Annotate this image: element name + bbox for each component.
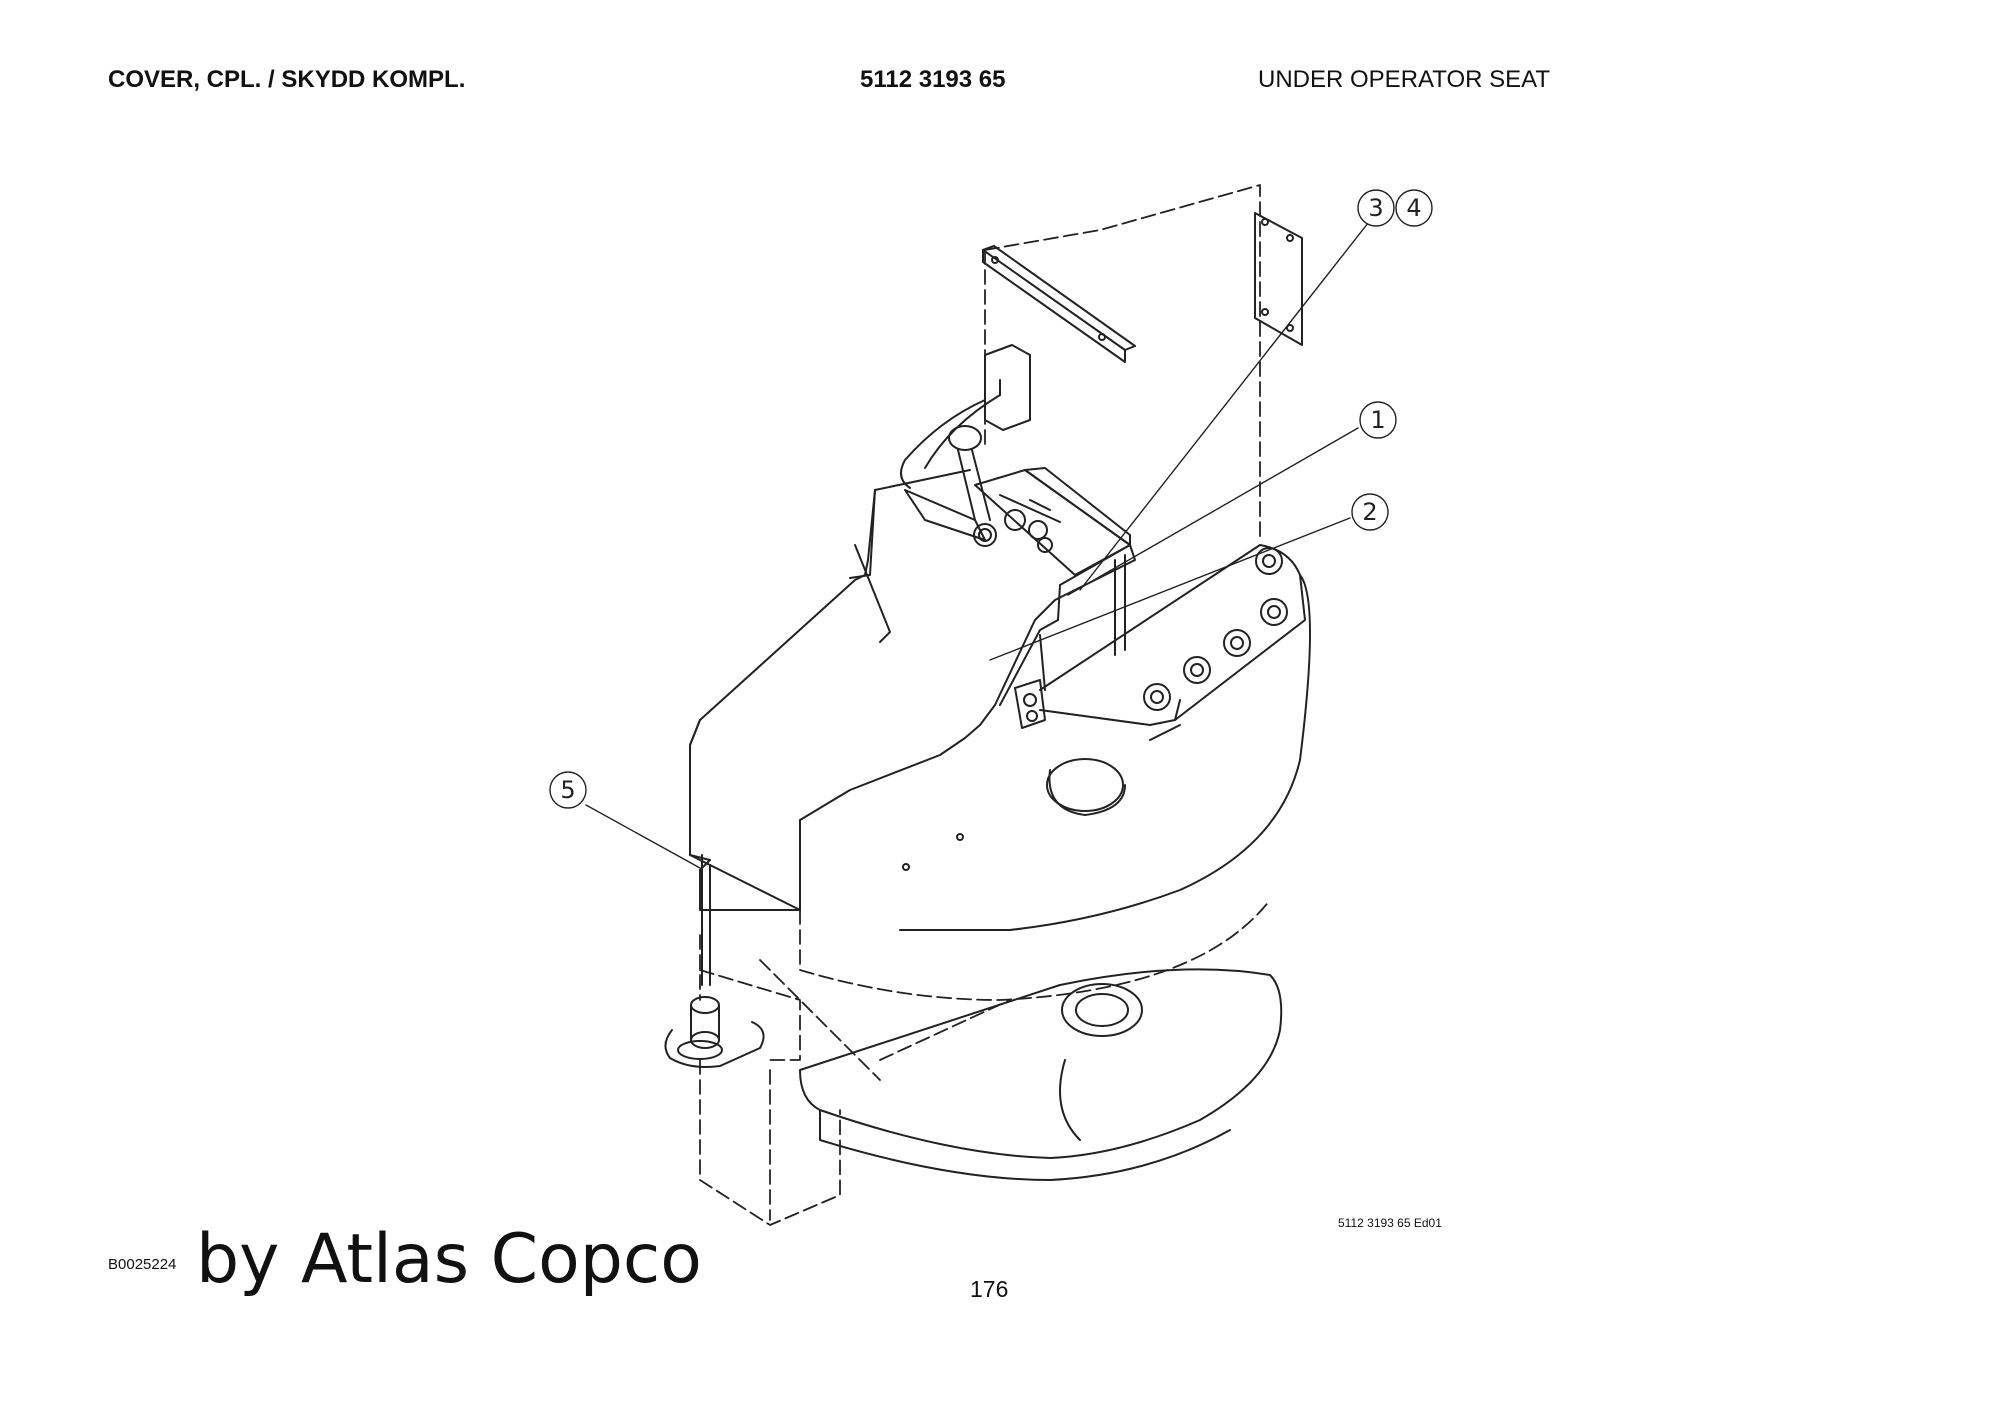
side-plate [1254, 212, 1303, 346]
callout-1: 1 [1359, 401, 1397, 439]
svg-text:5: 5 [560, 776, 575, 804]
svg-text:1: 1 [1370, 406, 1385, 434]
main-cover [689, 469, 1136, 911]
header-title: COVER, CPL. / SKYDD KOMPL. [108, 66, 466, 93]
svg-text:3: 3 [1368, 194, 1383, 222]
callout-bubbles: 1 2 3 4 5 [549, 189, 1433, 809]
drawing-reference: 5112 3193 65 Ed01 [1338, 1216, 1442, 1230]
header-part-number: 5112 3193 65 [860, 66, 1006, 93]
lower-structure [699, 899, 1271, 1226]
base-plate [799, 968, 1283, 1181]
callout-5: 5 [549, 771, 587, 809]
image-id: B0025224 [108, 1256, 177, 1273]
mounting-pin [664, 854, 765, 1068]
leader-lines [585, 217, 1373, 869]
lower-bracket [1014, 679, 1046, 729]
flat-bar [982, 245, 1136, 363]
callout-3: 3 [1357, 189, 1395, 227]
lever-assembly [900, 344, 1031, 547]
header-location: UNDER OPERATOR SEAT [1258, 66, 1551, 93]
svg-text:4: 4 [1406, 194, 1421, 222]
watermark-text: by Atlas Copco [196, 1220, 702, 1299]
base-block [899, 544, 1311, 931]
callout-2: 2 [1351, 493, 1389, 531]
svg-text:2: 2 [1362, 498, 1377, 526]
page-number: 176 [970, 1276, 1009, 1302]
hex-bolts [1143, 547, 1288, 711]
seat-column [984, 184, 1261, 541]
callout-4: 4 [1395, 189, 1433, 227]
